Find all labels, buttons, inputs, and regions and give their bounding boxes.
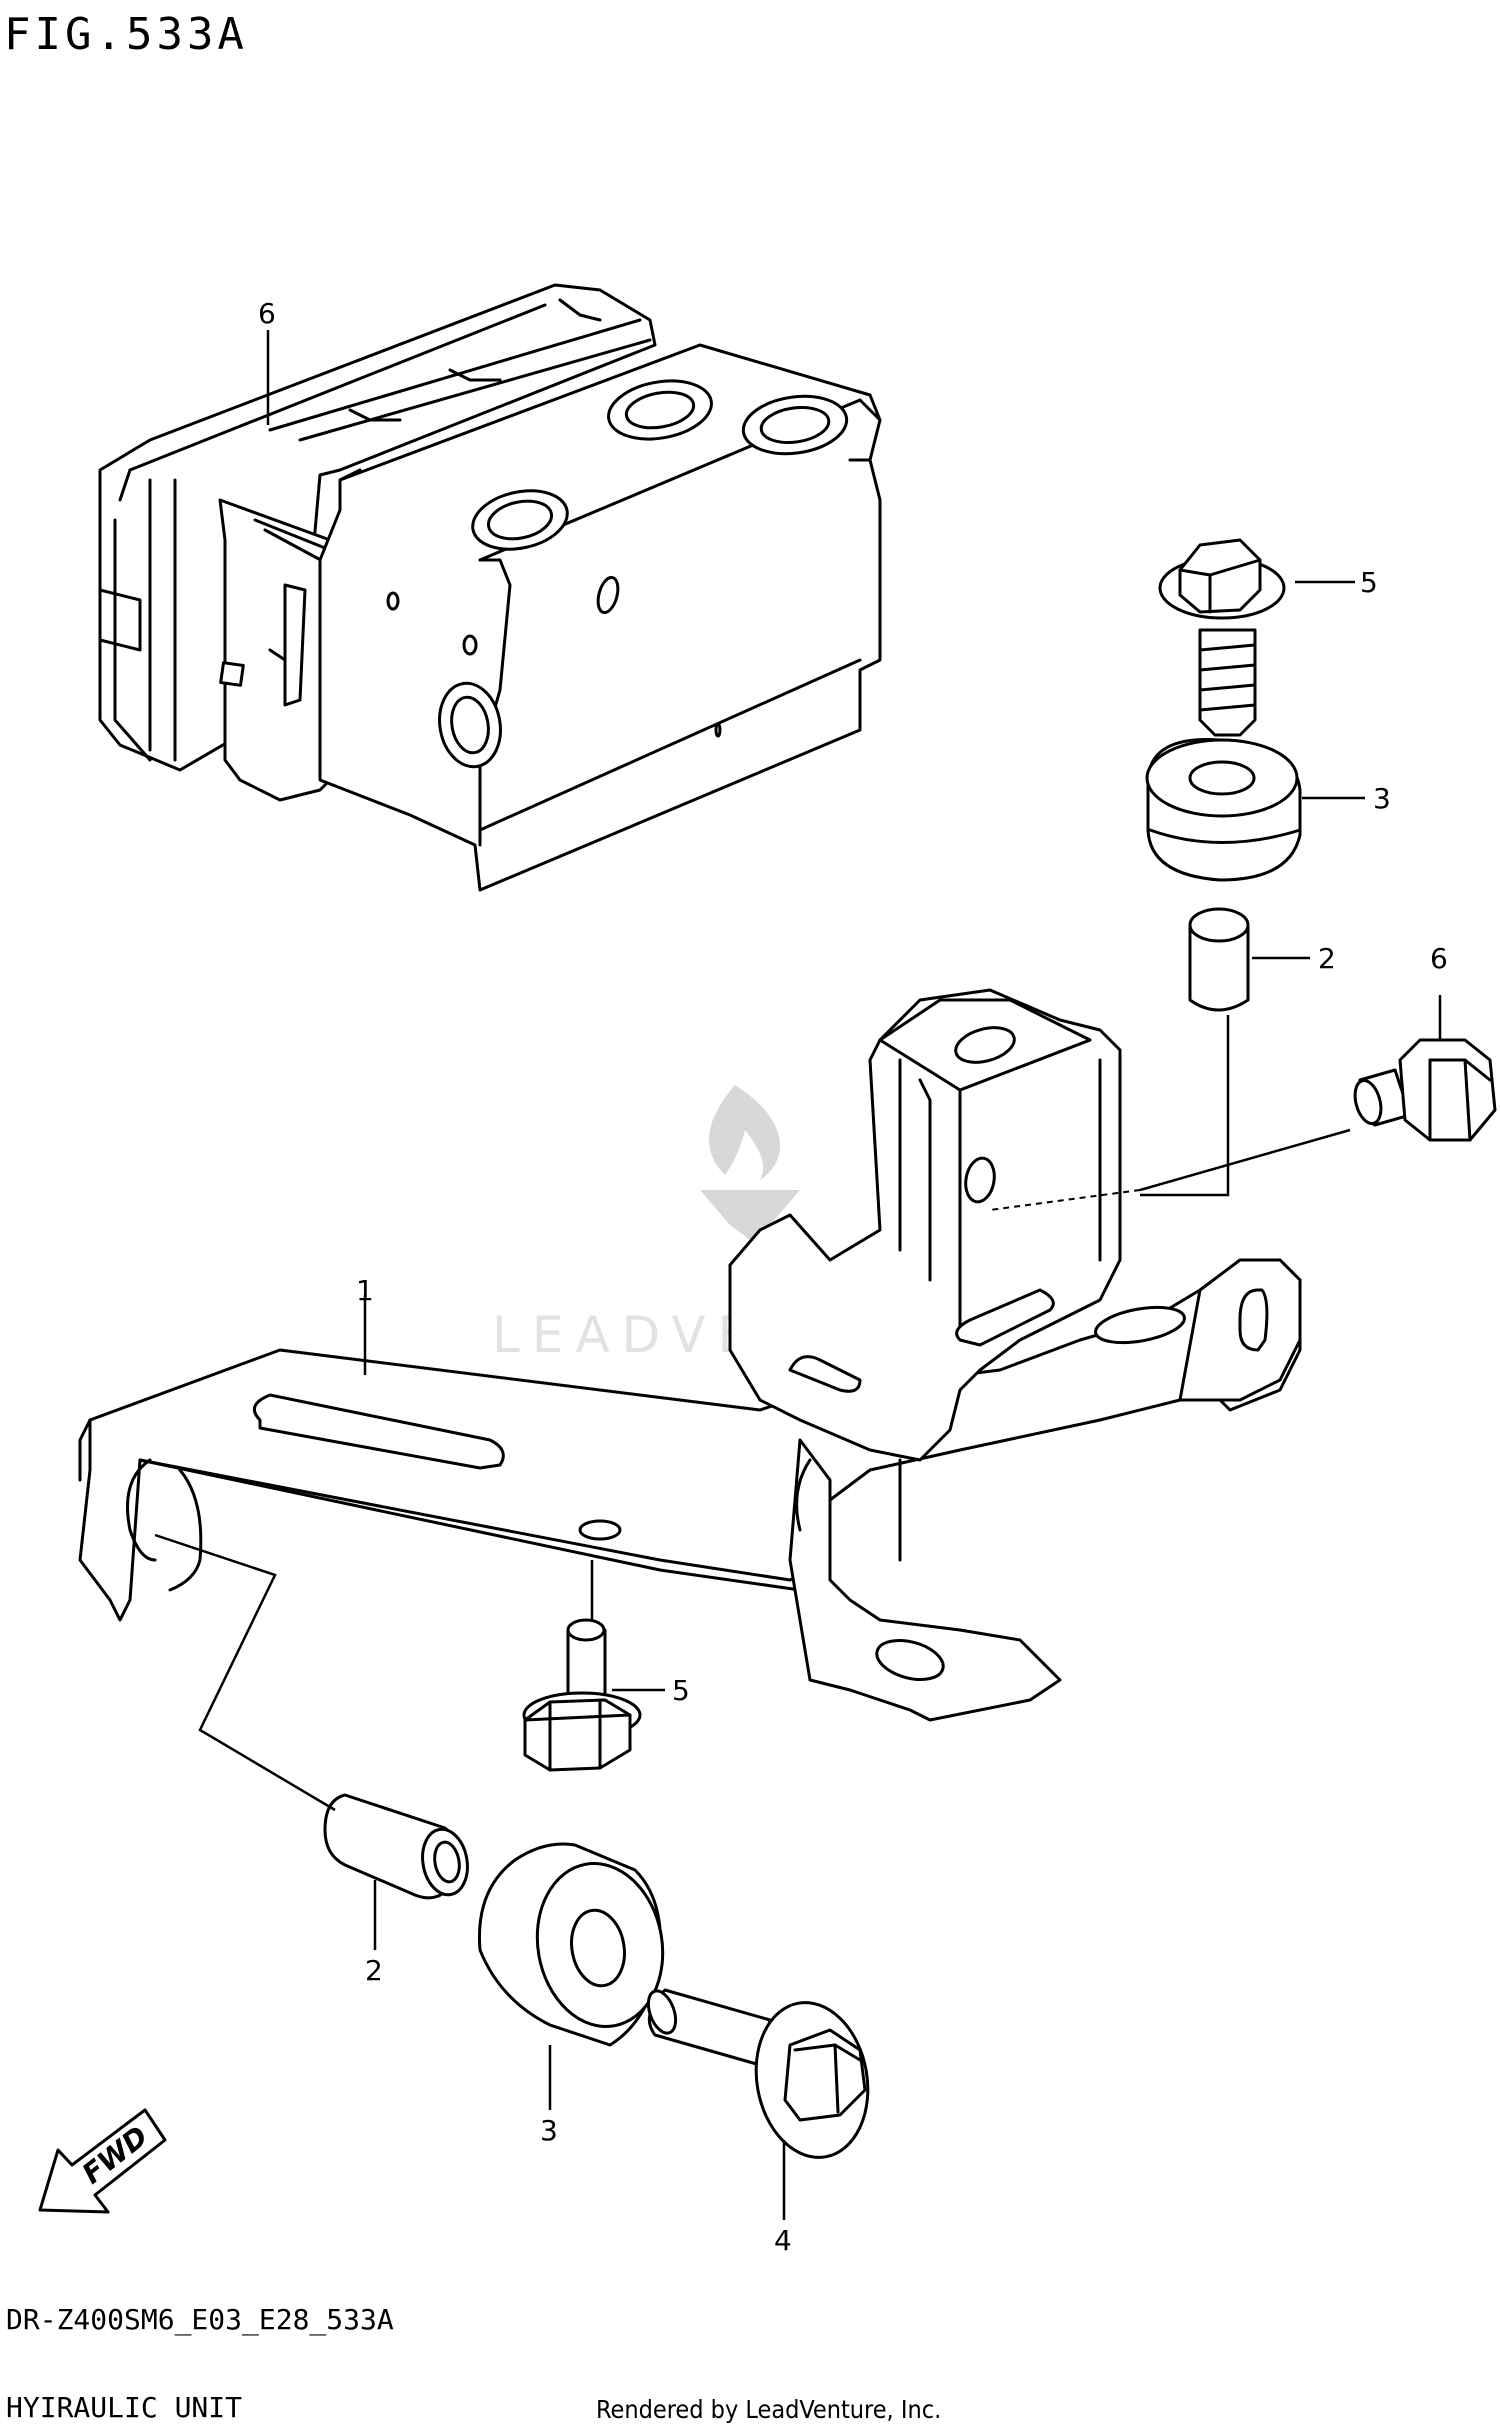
callout-4: 6 xyxy=(258,297,276,330)
leader-lines xyxy=(154,330,1442,2220)
hydraulic-unit-part-4 xyxy=(98,283,882,892)
figure-name: HYIRAULIC UNIT xyxy=(6,2391,243,2424)
flange-bolt-part-6-upper xyxy=(1353,1038,1497,1142)
callout-3-upper: 3 xyxy=(1373,782,1391,815)
figure-title: FIG.533A xyxy=(4,9,248,60)
fwd-arrow: FWD xyxy=(38,2108,167,2214)
figure-code: DR-Z400SM6_E03_E28_533A xyxy=(6,2303,394,2336)
collar-part-2-upper xyxy=(1188,907,1250,1012)
callout-2-lower: 2 xyxy=(365,1954,383,1987)
callouts: 6 5 3 2 6 1 5 2 3 4 xyxy=(258,297,1448,2257)
bracket-part-1 xyxy=(78,988,1302,1722)
bolt-part-5-lower xyxy=(646,1988,870,2159)
callout-5-lower: 4 xyxy=(774,2224,792,2257)
callout-6-upper: 6 xyxy=(1430,942,1448,975)
grommet-part-3-lower xyxy=(477,1842,665,2047)
callout-3-lower: 3 xyxy=(540,2114,558,2147)
render-credit: Rendered by LeadVenture, Inc. xyxy=(596,2395,942,2424)
callout-5-upper: 5 xyxy=(1360,566,1378,599)
grommet-part-3-upper xyxy=(1145,738,1302,882)
callout-6-lower: 5 xyxy=(672,1674,690,1707)
bolt-part-5-upper xyxy=(1158,538,1286,737)
flange-bolt-part-6-lower xyxy=(522,1618,642,1772)
collar-part-2-lower xyxy=(323,1793,469,1900)
callout-1: 1 xyxy=(356,1274,374,1307)
callout-2-upper: 2 xyxy=(1318,942,1336,975)
